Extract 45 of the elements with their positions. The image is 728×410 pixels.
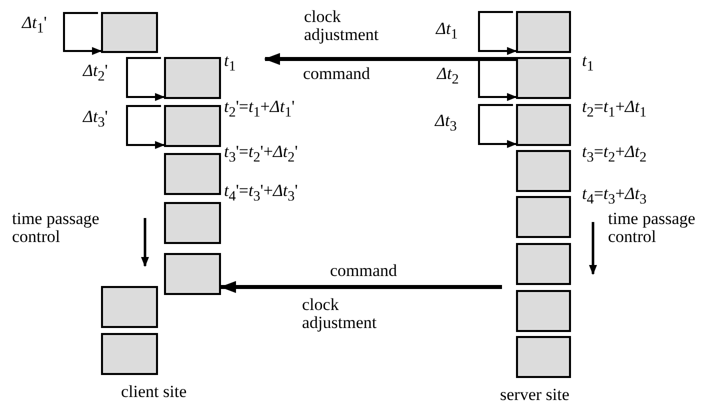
- time-slot-box: [516, 150, 571, 192]
- edge-label: Δt$_{3}$: [435, 112, 457, 136]
- text-label: t$_{2}$'=t$_{1}$+Δt$_{1}$': [224, 98, 295, 122]
- text-label: t$_{1}$: [582, 52, 594, 76]
- interval-arrow: [478, 11, 517, 55]
- text-label: t$_{3}$=t$_{2}$+Δt$_{2}$: [582, 143, 647, 166]
- time-slot-box: [516, 290, 571, 332]
- text-label: t$_{3}$'=t$_{2}$'+Δt$_{2}$': [224, 143, 298, 166]
- text-label: clock adjustment: [302, 296, 378, 332]
- interval-arrow: [126, 57, 165, 101]
- time-slot-box: [516, 336, 571, 378]
- interval-arrow: [478, 104, 517, 148]
- interval-arrow: [126, 105, 165, 149]
- text-label: time passage control: [608, 210, 696, 246]
- arrow: [220, 281, 502, 293]
- time-slot-box: [516, 104, 571, 146]
- text-label: t$_{4}$'=t$_{3}$'+Δt$_{3}$': [224, 182, 298, 206]
- interval-arrow: [63, 12, 102, 55]
- text-label: t$_{4}$=t$_{3}$+Δt$_{3}$: [582, 185, 647, 208]
- time-slot-box: [516, 243, 571, 285]
- site-caption: client site: [121, 383, 187, 401]
- edge-label: clock adjustment: [304, 8, 380, 44]
- time-slot-box: [101, 286, 158, 328]
- time-slot-box: [164, 202, 221, 244]
- time-slot-box: [164, 153, 221, 195]
- time-slot-box: [516, 196, 571, 238]
- arrow: [264, 53, 516, 65]
- edge-label: Δt$_{1}$: [436, 20, 458, 44]
- text-label: t$_{1}$: [224, 52, 236, 76]
- text-label: command: [303, 65, 370, 83]
- time-slot-box: [164, 105, 221, 147]
- edge-label: Δt$_{3}$': [83, 108, 108, 132]
- time-slot-box: [101, 12, 158, 53]
- edge-label: Δt$_{2}$: [437, 65, 459, 88]
- time-slot-box: [101, 333, 158, 375]
- time-slot-box: [164, 57, 221, 99]
- site-caption: server site: [500, 386, 570, 404]
- edge-label: Δt$_{2}$': [83, 62, 108, 86]
- edge-label: Δt$_{1}$': [22, 14, 47, 38]
- text-label: time passage control: [12, 210, 100, 246]
- time-slot-box: [164, 253, 221, 295]
- edge-label: command: [330, 262, 398, 280]
- time-slot-box: [516, 11, 571, 53]
- time-slot-box: [516, 57, 571, 99]
- text-label: t$_{2}$=t$_{1}$+Δt$_{1}$: [582, 98, 647, 122]
